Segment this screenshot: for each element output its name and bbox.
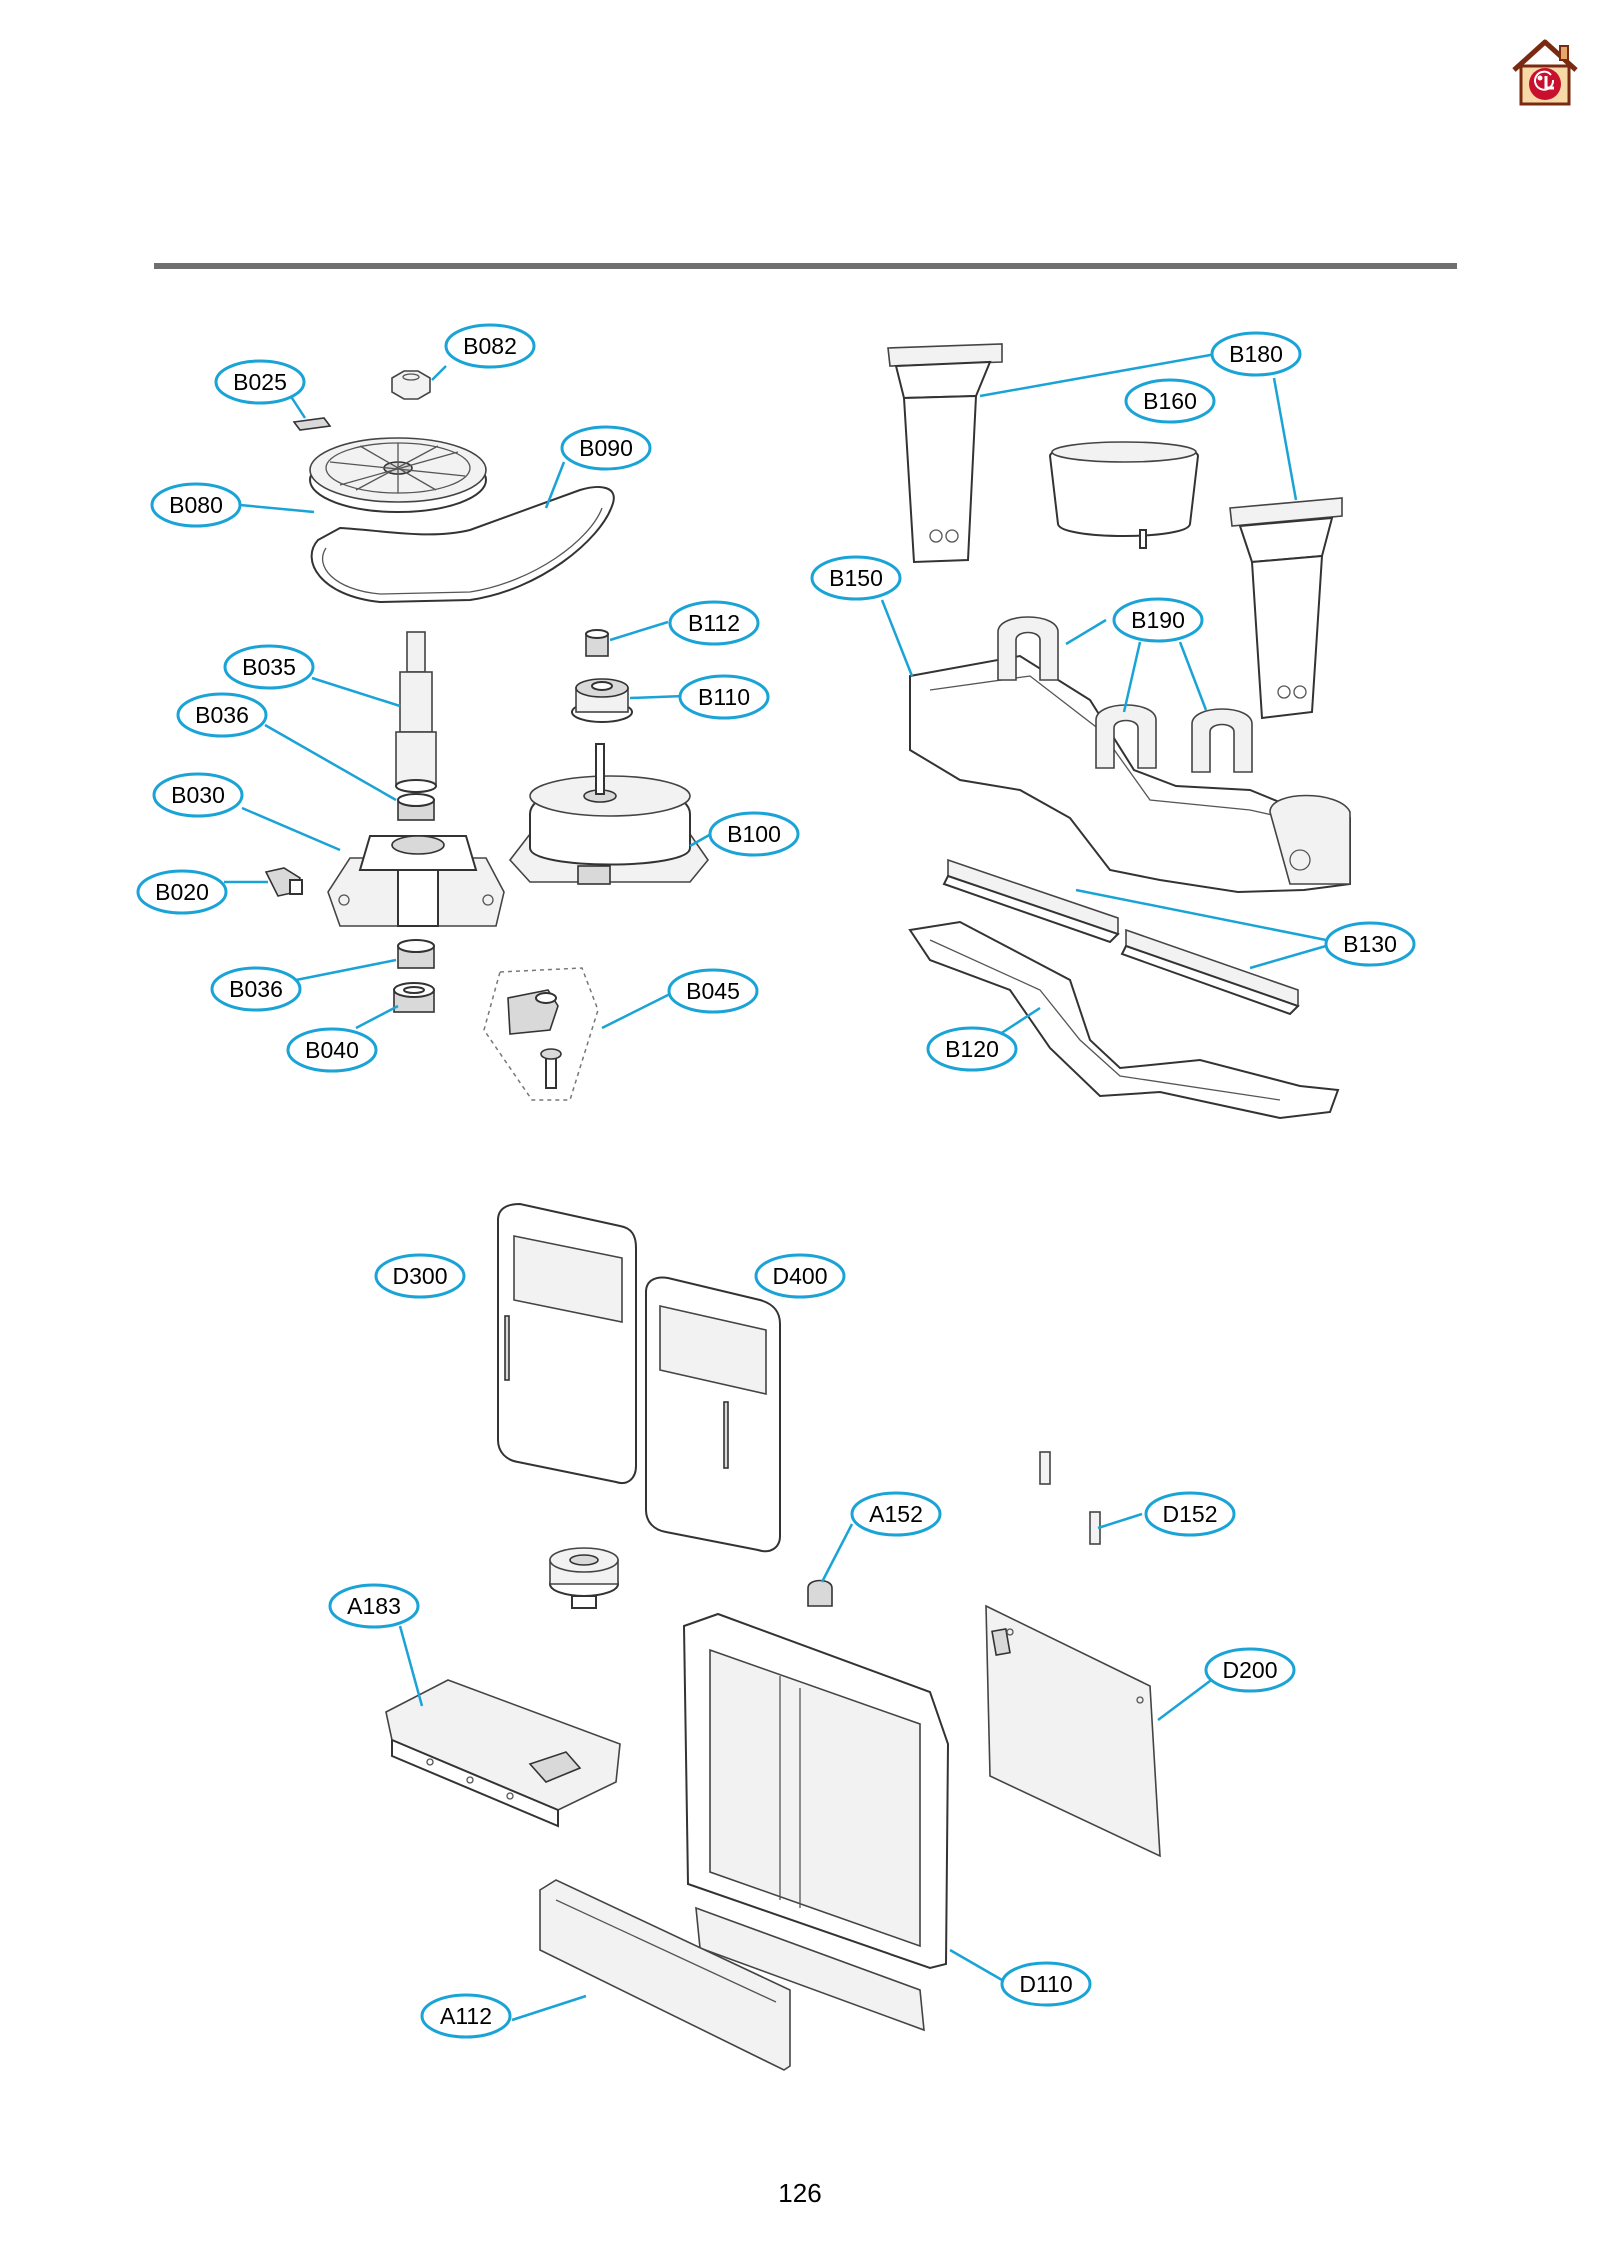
callout-b030[interactable]: B030 — [152, 772, 244, 818]
part-knob — [549, 1547, 619, 1609]
part-housing-b030 — [327, 835, 505, 927]
callout-b080[interactable]: B080 — [150, 482, 242, 528]
callout-b112[interactable]: B112 — [668, 600, 760, 646]
svg-text:B090: B090 — [579, 435, 633, 461]
part-bearing-b036-lower — [397, 939, 435, 969]
callout-b082[interactable]: B082 — [444, 323, 536, 369]
callout-b180[interactable]: B180 — [1210, 331, 1302, 377]
callout-d110[interactable]: D110 — [1000, 1961, 1092, 2007]
callout-b040[interactable]: B040 — [286, 1027, 378, 1073]
callout-b150[interactable]: B150 — [810, 555, 902, 601]
part-nut-b082 — [391, 370, 431, 400]
svg-text:A183: A183 — [347, 1593, 401, 1619]
svg-text:B030: B030 — [171, 782, 225, 808]
part-holder-b150 — [909, 654, 1351, 894]
svg-text:B036: B036 — [229, 976, 283, 1002]
part-bracket-kit-b045 — [483, 967, 599, 1101]
svg-text:B110: B110 — [698, 684, 750, 710]
svg-text:B160: B160 — [1143, 388, 1197, 414]
part-key-b025 — [292, 417, 332, 431]
svg-text:B082: B082 — [463, 333, 517, 359]
page-number: 126 — [778, 2178, 822, 2208]
part-coupling-b110 — [571, 678, 633, 723]
part-hanger-b180-left — [887, 343, 1003, 564]
part-shaft-b035 — [395, 631, 437, 793]
svg-text:B120: B120 — [945, 1036, 999, 1062]
part-clip-a152 — [807, 1579, 833, 1607]
part-clips-b190 — [997, 616, 1253, 773]
part-strip-a112 — [539, 1879, 791, 2071]
callout-b025[interactable]: B025 — [214, 359, 306, 405]
callout-d152[interactable]: D152 — [1144, 1491, 1236, 1537]
part-pulley-b080 — [309, 437, 487, 513]
callout-b190[interactable]: B190 — [1112, 597, 1204, 643]
part-drawer-d400 — [645, 1276, 781, 1553]
svg-text:B020: B020 — [155, 879, 209, 905]
callout-b160[interactable]: B160 — [1124, 378, 1216, 424]
part-cup-b160 — [1048, 441, 1200, 549]
callout-b090[interactable]: B090 — [560, 425, 652, 471]
callout-b045[interactable]: B045 — [667, 968, 759, 1014]
callout-b036-upper[interactable]: B036 — [176, 692, 268, 738]
callout-b036-lower[interactable]: B036 — [210, 966, 302, 1012]
svg-text:B036: B036 — [195, 702, 249, 728]
svg-text:D300: D300 — [393, 1263, 448, 1289]
part-seal-b040 — [393, 982, 435, 1013]
svg-text:B150: B150 — [829, 565, 883, 591]
svg-text:D110: D110 — [1019, 1971, 1072, 1997]
svg-text:D152: D152 — [1163, 1501, 1218, 1527]
part-frame-d110 — [682, 1612, 950, 2032]
svg-text:B190: B190 — [1131, 607, 1185, 633]
svg-text:B112: B112 — [688, 610, 740, 636]
callout-a183[interactable]: A183 — [328, 1583, 420, 1629]
callout-b035[interactable]: B035 — [223, 644, 315, 690]
callout-a112[interactable]: A112 — [420, 1993, 512, 2039]
callout-b100[interactable]: B100 — [708, 811, 800, 857]
svg-text:A112: A112 — [440, 2003, 492, 2029]
svg-text:B045: B045 — [686, 978, 740, 1004]
part-bearing-b036-upper — [397, 793, 435, 821]
part-motor-b100 — [508, 743, 710, 885]
callout-a152[interactable]: A152 — [850, 1491, 942, 1537]
svg-text:D400: D400 — [773, 1263, 828, 1289]
svg-text:B025: B025 — [233, 369, 287, 395]
part-cover-d200 — [985, 1604, 1161, 1858]
part-belt-b090 — [310, 486, 615, 604]
svg-text:B040: B040 — [305, 1037, 359, 1063]
part-tabs-d152 — [1039, 1451, 1101, 1545]
callout-d300[interactable]: D300 — [374, 1253, 466, 1299]
svg-text:B080: B080 — [169, 492, 223, 518]
callout-d200[interactable]: D200 — [1204, 1647, 1296, 1693]
part-bracket-a183 — [385, 1679, 621, 1828]
part-clip-b020 — [264, 867, 303, 897]
callout-b120[interactable]: B120 — [926, 1026, 1018, 1072]
svg-text:A152: A152 — [869, 1501, 923, 1527]
svg-text:B100: B100 — [727, 821, 781, 847]
part-drawer-d300 — [497, 1202, 637, 1484]
svg-text:B180: B180 — [1229, 341, 1283, 367]
svg-text:B035: B035 — [242, 654, 296, 680]
callout-b020[interactable]: B020 — [136, 869, 228, 915]
callout-b130[interactable]: B130 — [1324, 921, 1416, 967]
leader-lines — [224, 352, 1327, 2022]
header-rule — [154, 263, 1457, 269]
svg-text:B130: B130 — [1343, 931, 1397, 957]
callout-d400[interactable]: D400 — [754, 1253, 846, 1299]
part-grommet-b112 — [585, 629, 609, 657]
part-rails-b130 — [942, 858, 1300, 1016]
part-hanger-b180-right — [1229, 497, 1343, 720]
svg-text:D200: D200 — [1223, 1657, 1278, 1683]
lg-home-icon[interactable] — [1508, 36, 1582, 108]
part-base-b120 — [908, 920, 1340, 1120]
callout-b110[interactable]: B110 — [678, 674, 770, 720]
